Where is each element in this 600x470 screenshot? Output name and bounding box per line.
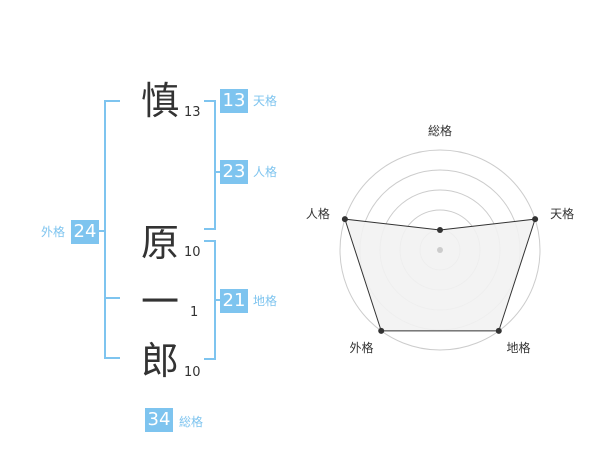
stroke-count-2: 10 [184, 245, 201, 260]
jinkaku-connector [214, 171, 220, 173]
radar-axis-label-1: 総格 [428, 123, 452, 138]
stroke-count-1: 13 [184, 105, 201, 120]
chikaku-connector [214, 299, 220, 301]
tenkaku-bracket [204, 100, 216, 230]
radar-grid-ring-5 [339, 149, 541, 351]
chikaku-label: 地格 [253, 294, 278, 308]
radar-axis-label-2: 天格 [550, 206, 574, 221]
radar-center-dot [437, 247, 443, 253]
radar-point-2 [532, 216, 539, 223]
soukaku-label: 総格 [179, 415, 204, 429]
jinkaku-label: 人格 [253, 165, 278, 179]
radar-data-area [344, 218, 536, 332]
gaikaku-label: 外格 [41, 225, 66, 239]
radar-axis-label-3: 地格 [507, 340, 531, 355]
name-char-4: 郎 [140, 339, 179, 383]
tenkaku-label: 天格 [253, 94, 278, 108]
gaikaku-bracket-mid [104, 297, 120, 299]
radar-point-3 [495, 327, 502, 334]
chikaku-badge: 21 [220, 289, 248, 313]
gaikaku-connector [98, 230, 106, 232]
gaikaku-badge: 24 [71, 220, 99, 244]
name-char-1: 慎 [140, 79, 179, 123]
tenkaku-badge: 13 [220, 89, 248, 113]
radar-axis-label-4: 外格 [349, 340, 373, 355]
name-char-3: 一 [140, 280, 179, 324]
soukaku-badge: 34 [145, 408, 173, 432]
jinkaku-badge: 23 [220, 160, 248, 184]
radar-point-1 [437, 227, 443, 233]
radar-point-4 [378, 327, 385, 334]
stroke-count-3: 1 [190, 305, 199, 320]
radar-point-5 [341, 216, 348, 223]
radar-axis-label-5: 人格 [306, 206, 330, 221]
name-char-2: 原 [140, 221, 179, 265]
stroke-count-4: 10 [184, 365, 201, 380]
gaikaku-bracket [104, 100, 120, 359]
